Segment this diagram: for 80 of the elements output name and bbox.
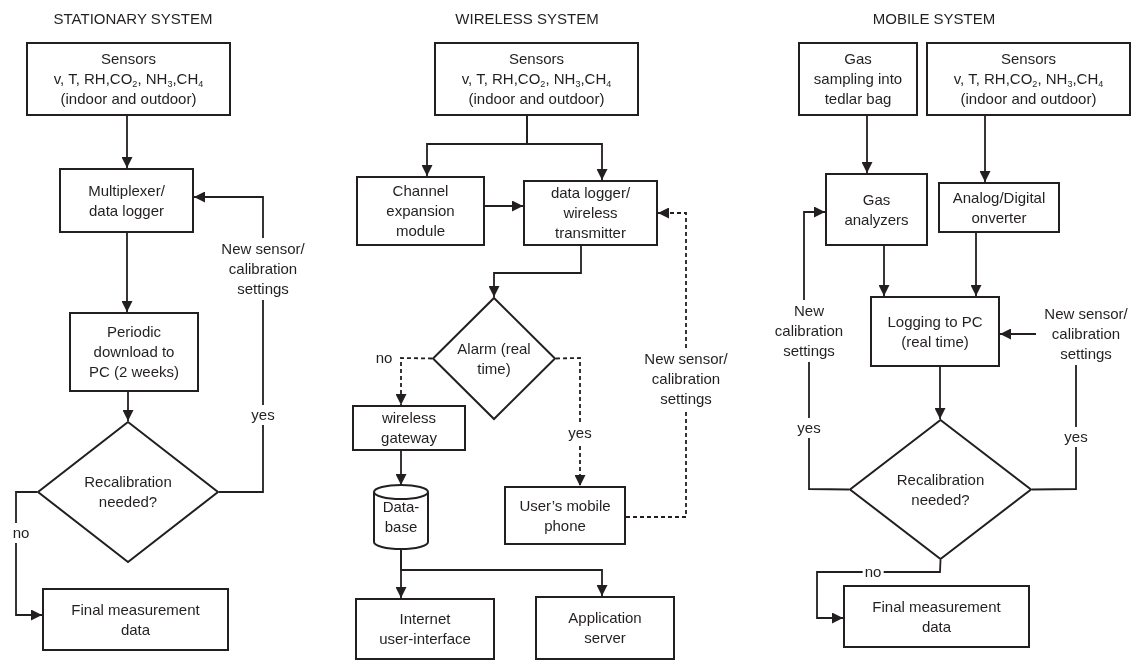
arrow [878, 245, 890, 297]
process-box [434, 42, 639, 116]
arrow [121, 232, 133, 313]
arrow [934, 366, 946, 420]
arrow [816, 559, 942, 624]
arrow [999, 328, 1037, 340]
process-box [355, 598, 495, 660]
box-text: v, T, RH,CO$_{2}$, NH$_{3}$,CH$_{4}$ [53, 69, 204, 89]
box-text: wireless gateway [380, 408, 438, 448]
process-box [798, 42, 918, 116]
process-box [843, 585, 1030, 648]
box-text: Final measurement data [70, 599, 201, 640]
annotation-text: New sensor/ calibration settings [632, 348, 740, 410]
annotation-text: New sensor/ calibration settings [1036, 303, 1136, 365]
section-heading: MOBILE SYSTEM [872, 10, 996, 27]
process-box [938, 182, 1060, 233]
arrow [122, 391, 134, 422]
box-text: (indoor and outdoor) [960, 89, 1097, 109]
decision-diamond [37, 421, 219, 563]
arrow [15, 491, 43, 621]
box-text: Data- base [381, 497, 421, 537]
box-text: Recalibration needed? [895, 469, 986, 510]
box-text: Logging to PC (real time) [886, 311, 984, 352]
section-heading: WIRELESS SYSTEM [455, 10, 599, 27]
arrow [488, 245, 582, 298]
box-text: v, T, RH,CO$_{2}$, NH$_{3}$,CH$_{4}$ [953, 69, 1104, 89]
box-text: Gas analyzers [843, 189, 910, 230]
box-text: Final measurement data [871, 596, 1002, 637]
arrow [193, 191, 264, 239]
process-box [352, 405, 466, 451]
dashed-arrow [555, 357, 586, 487]
edge-label: yes [566, 423, 594, 443]
arrow [861, 115, 873, 174]
decision-diamond [849, 419, 1032, 560]
arrow [970, 232, 982, 297]
edge-label: yes [795, 418, 823, 438]
box-text: data logger/ wireless transmitter [549, 183, 632, 243]
box-text: Channel expansion module [385, 181, 456, 241]
box-text: Periodic download to PC (2 weeks) [88, 322, 180, 382]
process-box [825, 173, 928, 246]
box-text: (indoor and outdoor) [468, 89, 605, 109]
box-text: User’s mobile phone [518, 495, 612, 536]
box-text: Sensors [509, 49, 564, 69]
process-box [356, 176, 485, 246]
edge-label: yes [249, 405, 277, 425]
database-cylinder [373, 485, 429, 549]
box-text: v, T, RH,CO$_{2}$, NH$_{3}$,CH$_{4}$ [461, 69, 612, 89]
process-box [69, 312, 199, 392]
dashed-arrow [657, 207, 687, 349]
box-text: Sensors [101, 49, 156, 69]
arrow [121, 115, 133, 169]
box-text: Alarm (real time) [456, 338, 532, 379]
box-text: Internet user-interface [378, 609, 472, 649]
process-box [504, 486, 626, 545]
edge-label: yes [1062, 427, 1090, 447]
section-heading: STATIONARY SYSTEM [53, 10, 213, 27]
process-box [26, 42, 231, 116]
annotation-text: New sensor/ calibration settings [217, 238, 309, 300]
arrow [395, 450, 407, 486]
process-box [59, 168, 194, 233]
process-box [870, 296, 1000, 367]
box-text: Gas sampling into tedlar bag [813, 49, 903, 109]
arrow [484, 200, 524, 212]
process-box [42, 588, 229, 651]
arrow [400, 548, 608, 597]
process-box [926, 42, 1131, 116]
annotation-text: New calibration settings [769, 300, 849, 362]
box-text: Application server [567, 608, 643, 648]
box-text: (indoor and outdoor) [60, 89, 197, 109]
box-text: Sensors [1001, 49, 1056, 69]
arrow [979, 115, 991, 183]
process-box [535, 596, 675, 660]
arrow [803, 206, 826, 301]
edge-label: no [10, 523, 32, 543]
box-text: Multiplexer/ data logger [87, 180, 166, 221]
dashed-arrow [395, 357, 433, 406]
arrow [526, 115, 608, 181]
process-box [523, 180, 658, 246]
box-text: Recalibration needed? [83, 472, 173, 512]
box-text: Analog/Digital onverter [951, 187, 1047, 228]
